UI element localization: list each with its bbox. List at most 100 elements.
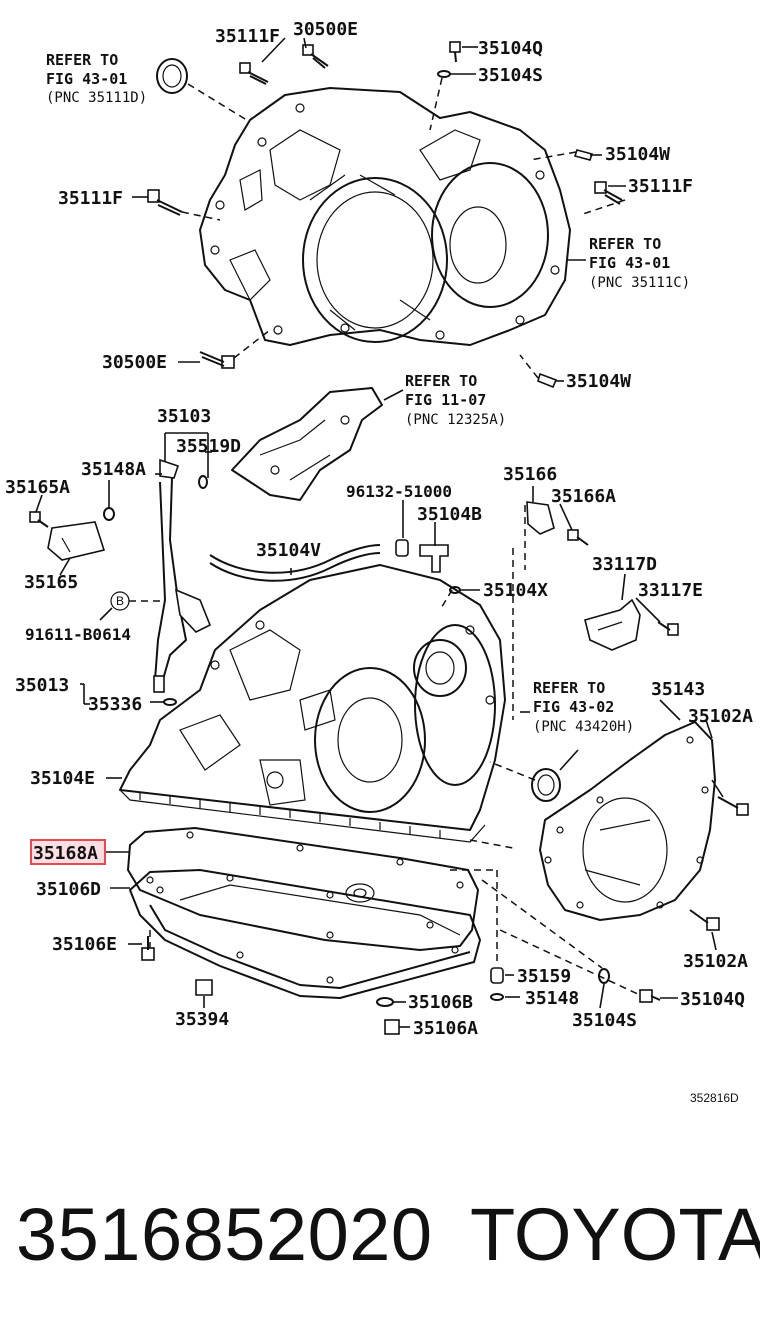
plug-35104q-bottom bbox=[639, 989, 661, 1003]
callout-35336: 35336 bbox=[88, 694, 142, 715]
reference-fig-43-01-35111c: REFER TO FIG 43-01 (PNC 35111C) bbox=[589, 235, 690, 291]
callout-35104e: 35104E bbox=[30, 768, 95, 789]
svg-text:REFER TO: REFER TO bbox=[589, 235, 661, 253]
bolt-35102a-bottom bbox=[689, 909, 720, 931]
footer: 3516852020 TOYOTA bbox=[0, 1190, 760, 1280]
callout-35166: 35166 bbox=[503, 464, 557, 485]
reference-fig-43-01-35111d: REFER TO FIG 43-01 (PNC 35111D) bbox=[46, 51, 147, 106]
callout-35104q-top: 35104Q bbox=[478, 38, 543, 59]
callout-35104x: 35104X bbox=[483, 580, 548, 601]
transaxle-housing-drawing bbox=[199, 87, 571, 346]
callout-35165: 35165 bbox=[24, 572, 78, 593]
bolt-35111f-left bbox=[147, 189, 183, 216]
callout-35106a: 35106A bbox=[413, 1018, 478, 1039]
figure-code: 352816D bbox=[690, 1091, 739, 1105]
oil-pan-35106d bbox=[129, 869, 481, 999]
callout-35104v: 35104V bbox=[256, 540, 321, 561]
washer-35148 bbox=[490, 993, 504, 1001]
svg-text:(PNC 12325A): (PNC 12325A) bbox=[405, 412, 506, 428]
part-number: 3516852020 bbox=[16, 1193, 433, 1276]
breather-hose bbox=[209, 544, 381, 582]
callout-35102a-bottom: 35102A bbox=[683, 951, 748, 972]
brand-name: TOYOTA bbox=[470, 1193, 760, 1276]
washer-35106b bbox=[376, 997, 394, 1007]
bolt-35111f-top bbox=[239, 62, 269, 85]
oil-seal-43420h bbox=[531, 768, 561, 802]
svg-text:(PNC 35111C): (PNC 35111C) bbox=[589, 275, 690, 291]
callout-35519d: 35519D bbox=[176, 436, 241, 457]
svg-text:(PNC 35111D): (PNC 35111D) bbox=[46, 90, 147, 106]
callout-35106d: 35106D bbox=[36, 879, 101, 900]
callout-35111f-top: 35111F bbox=[215, 26, 280, 47]
callout-35165a: 35165A bbox=[5, 477, 70, 498]
svg-text:FIG 43-02: FIG 43-02 bbox=[533, 698, 614, 716]
svg-text:REFER TO: REFER TO bbox=[533, 679, 605, 697]
callout-35394: 35394 bbox=[175, 1009, 229, 1030]
pin-35104w-top bbox=[573, 149, 594, 161]
callout-35148: 35148 bbox=[525, 988, 579, 1009]
svg-text:FIG 43-01: FIG 43-01 bbox=[589, 254, 670, 272]
svg-text:FIG 11-07: FIG 11-07 bbox=[405, 391, 486, 409]
callout-35148a: 35148A bbox=[81, 459, 146, 480]
callout-35143: 35143 bbox=[651, 679, 705, 700]
magnet-35394 bbox=[195, 979, 213, 996]
plug-35104q-top bbox=[449, 41, 461, 63]
callout-35106e: 35106E bbox=[52, 934, 117, 955]
transaxle-case-drawing bbox=[119, 564, 506, 843]
oring-35519d bbox=[198, 475, 208, 489]
plug-35106a bbox=[384, 1019, 400, 1035]
bolt-35106e bbox=[141, 936, 155, 961]
callout-35102a-top: 35102A bbox=[688, 706, 753, 727]
oring-35104s-top bbox=[437, 70, 451, 78]
callout-35104q-bottom: 35104Q bbox=[680, 989, 745, 1010]
plug-96132 bbox=[395, 539, 409, 557]
bolt-35166a bbox=[567, 529, 589, 546]
callout-35013: 35013 bbox=[15, 675, 69, 696]
svg-text:FIG 43-01: FIG 43-01 bbox=[46, 70, 127, 88]
pin-35104w-mid bbox=[537, 372, 558, 389]
callout-35166a: 35166A bbox=[551, 486, 616, 507]
callout-30500e-top: 30500E bbox=[293, 19, 358, 40]
dipstick-assembly bbox=[153, 458, 212, 693]
callout-35168a: 35168A bbox=[33, 843, 98, 864]
bolt-35102a-top bbox=[717, 796, 749, 816]
callout-35106b: 35106B bbox=[408, 992, 473, 1013]
svg-text:(PNC 43420H): (PNC 43420H) bbox=[533, 719, 634, 735]
callout-35159: 35159 bbox=[517, 966, 571, 987]
plug-35159 bbox=[490, 967, 504, 984]
callout-35104s-top: 35104S bbox=[478, 65, 543, 86]
callout-35104w-top: 35104W bbox=[605, 144, 670, 165]
callout-35104w-mid: 35104W bbox=[566, 371, 631, 392]
oring-35104x bbox=[449, 586, 461, 594]
oil-pan-gasket-35168a bbox=[127, 827, 479, 951]
engine-mount-bracket bbox=[231, 387, 383, 501]
reference-fig-11-07-12325a: REFER TO FIG 11-07 (PNC 12325A) bbox=[405, 372, 506, 428]
oring-35336 bbox=[163, 698, 177, 706]
leader-lines bbox=[35, 37, 724, 1028]
bolt-35165a bbox=[29, 511, 49, 528]
callout-96132-51000: 96132-51000 bbox=[346, 482, 452, 501]
oil-seal-35111d bbox=[156, 58, 188, 94]
sensor-35166 bbox=[526, 501, 555, 535]
callout-35104b: 35104B bbox=[417, 504, 482, 525]
oring-35148a bbox=[103, 507, 115, 521]
callout-33117d: 33117D bbox=[592, 554, 657, 575]
side-cover-35143 bbox=[539, 721, 716, 921]
callout-labels: 35111F 30500E 35104Q 35104S 35104W 35111… bbox=[5, 19, 753, 1039]
callout-91611-b0614: 91611-B0614 bbox=[25, 625, 131, 644]
callout-35111f-right: 35111F bbox=[628, 176, 693, 197]
reference-fig-43-02-43420h: REFER TO FIG 43-02 (PNC 43420H) bbox=[533, 679, 634, 735]
callout-35111f-left: 35111F bbox=[58, 188, 123, 209]
bolt-33117e bbox=[657, 621, 679, 636]
callout-35103: 35103 bbox=[157, 406, 211, 427]
circle-b-label: B bbox=[116, 594, 124, 608]
bolt-30500e-mid bbox=[199, 351, 235, 369]
bracket-33117d bbox=[584, 598, 641, 651]
callout-33117e: 33117E bbox=[638, 580, 703, 601]
fitting-35104b bbox=[419, 544, 449, 573]
callout-30500e-mid: 30500E bbox=[102, 352, 167, 373]
svg-text:REFER TO: REFER TO bbox=[405, 372, 477, 390]
bolt-30500e-top bbox=[302, 44, 329, 69]
bolt-35111f-right bbox=[594, 181, 623, 205]
